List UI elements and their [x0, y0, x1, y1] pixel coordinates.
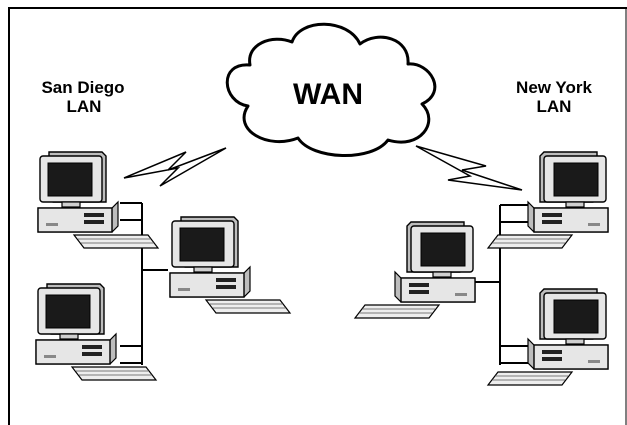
- san-diego-label-line1: San Diego: [41, 78, 124, 97]
- san-diego-label-line2: LAN: [67, 97, 102, 116]
- lightning-bolt-left: [123, 147, 227, 187]
- wan-cloud: WAN: [225, 22, 437, 157]
- wan-label: WAN: [293, 78, 363, 111]
- new-york-computer-2: [354, 221, 476, 319]
- san-diego-computer-2: [169, 216, 291, 314]
- lightning-bolt-right: [415, 145, 523, 191]
- new-york-label-line2: LAN: [537, 97, 572, 116]
- new-york-computer-1: [487, 151, 609, 249]
- san-diego-computer-3: [35, 283, 157, 381]
- new-york-label-line1: New York: [516, 78, 592, 97]
- san-diego-lan-wiring: [120, 202, 168, 365]
- new-york-lan-wiring: [474, 204, 530, 365]
- new-york-computer-3: [487, 288, 609, 386]
- san-diego-computer-1: [37, 151, 159, 249]
